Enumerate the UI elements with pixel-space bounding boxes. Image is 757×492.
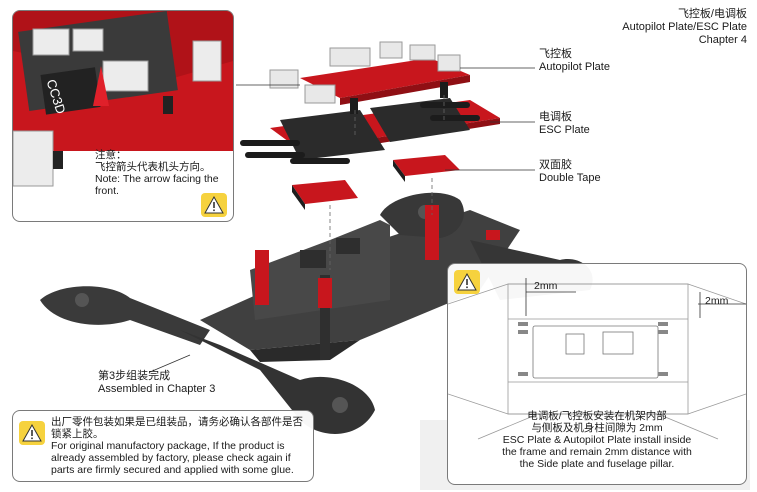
callout-esc-en: ESC Plate: [539, 124, 590, 136]
alignment-guides: [329, 95, 445, 270]
board-closeup: CC3D: [13, 11, 233, 187]
callout-esc: 电调板 ESC Plate: [539, 111, 590, 137]
factory-note-en-2: already assembled by factory, please che…: [51, 452, 291, 464]
callout-autopilot-en: Autopilot Plate: [539, 61, 610, 73]
mount-note-cn-2: 与侧板及机身柱间隙为 2mm: [531, 422, 663, 434]
leader-lines: [149, 67, 535, 373]
note-heading-cn: 注意：: [95, 149, 127, 161]
mount-note: 电调板/飞控板安装在机架内部 与侧板及机身柱间隙为 2mm ESC Plate …: [448, 410, 746, 470]
mount-note-en-1: ESC Plate & Autopilot Plate install insi…: [502, 434, 692, 446]
dim-right-2mm: 2mm: [705, 295, 729, 307]
factory-assembly-note: 出厂零件包装如果是已组装品，请务必确认各部件是否 锁紧上胶。 For origi…: [12, 410, 314, 482]
callout-esc-cn: 电调板: [539, 111, 572, 123]
inset-board-orientation: CC3D 注意： 飞控箭头代表机头方向。 Note: The arrow fac…: [12, 10, 234, 222]
callout-tape-cn: 双面胶: [539, 159, 572, 171]
autopilot-plate: [269, 41, 470, 114]
callout-autopilot-cn: 飞控板: [539, 48, 572, 60]
factory-note-en-3: parts are firmly secured and applied wit…: [51, 464, 294, 476]
callout-step3: 第3步组装完成 Assembled in Chapter 3: [98, 370, 215, 396]
dim-top-2mm: 2mm: [534, 280, 558, 292]
note-en-2: front.: [95, 185, 119, 197]
warning-icon: [454, 270, 480, 294]
factory-note-text: 出厂零件包装如果是已组装品，请务必确认各部件是否 锁紧上胶。 For origi…: [51, 416, 309, 476]
chapter-title-cn: 飞控板/电调板: [677, 8, 747, 20]
callout-step3-cn: 第3步组装完成: [98, 370, 171, 382]
double-tape-pads: [292, 155, 460, 210]
inset-board-note: 注意： 飞控箭头代表机头方向。 Note: The arrow facing t…: [95, 149, 230, 197]
mount-note-en-2: the frame and remain 2mm distance with: [502, 446, 692, 458]
factory-note-cn-2: 锁紧上胶。: [51, 428, 104, 440]
note-cn: 飞控箭头代表机头方向。: [95, 161, 211, 173]
note-en-1: Note: The arrow facing the: [95, 173, 219, 185]
mount-note-en-3: the Side plate and fuselage pillar.: [519, 458, 675, 470]
chapter-number: Chapter 4: [698, 34, 747, 46]
arrow-up-icon: [93, 66, 109, 106]
esc-plate: [240, 98, 500, 164]
mount-diagram: [448, 278, 746, 440]
factory-note-en-1: For original manufactory package, If the…: [51, 440, 285, 452]
callout-autopilot: 飞控板 Autopilot Plate: [539, 48, 610, 74]
callout-step3-en: Assembled in Chapter 3: [98, 383, 216, 395]
warning-icon: [19, 421, 45, 445]
callout-tape-en: Double Tape: [539, 172, 601, 184]
warning-icon: [201, 193, 227, 217]
mount-note-cn-1: 电调板/飞控板安装在机架内部: [527, 410, 667, 422]
chapter-title-en: Autopilot Plate/ESC Plate: [622, 21, 747, 33]
inset-mount-clearance: 2mm 2mm 电调板/飞控板安装在机架内部 与侧板及机身柱间隙为 2mm ES…: [447, 263, 747, 485]
chapter-heading: 飞控板/电调板 Autopilot Plate/ESC Plate Chapte…: [527, 8, 747, 47]
callout-tape: 双面胶 Double Tape: [539, 159, 601, 185]
factory-note-cn-1: 出厂零件包装如果是已组装品，请务必确认各部件是否: [51, 416, 303, 428]
